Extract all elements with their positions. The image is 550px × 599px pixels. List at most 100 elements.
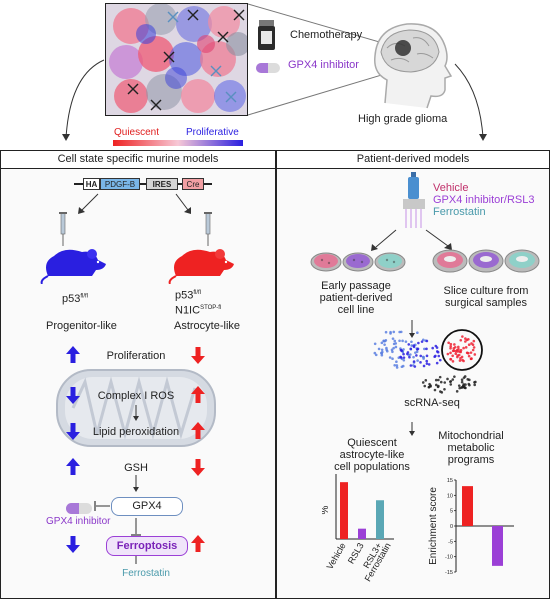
umap-point [412, 345, 416, 349]
umap-point [398, 330, 401, 334]
y-tick-label: 0 [450, 524, 453, 530]
regulation-arrows [66, 346, 205, 553]
blue-mouse-genotype: p53fl/fl [62, 293, 89, 305]
construct-ha: HA [83, 178, 100, 190]
bar [376, 500, 384, 539]
umap-point [401, 339, 404, 343]
umap-point [416, 359, 419, 362]
umap-point [391, 337, 395, 340]
right-panel-title: Patient-derived models [277, 151, 549, 169]
umap-point [472, 346, 476, 349]
umap-point [453, 343, 456, 346]
highlight-circle [441, 329, 483, 371]
umap-point [391, 357, 394, 361]
slice-culture-dishes [432, 246, 540, 276]
umap-point [451, 354, 454, 358]
tumor-illustration [105, 3, 248, 116]
treatment-ferrostatin: Ferrostatin [433, 206, 486, 218]
umap-point [421, 338, 425, 342]
umap-point [392, 346, 395, 350]
umap-point [391, 350, 394, 354]
umap-point [393, 339, 397, 343]
umap-point [449, 345, 453, 348]
right-panel: Patient-derived models [276, 150, 550, 599]
umap-point [412, 360, 416, 363]
umap-point [427, 363, 431, 366]
umap-point [443, 381, 447, 384]
umap-point [469, 357, 473, 360]
umap-point [439, 380, 443, 384]
chemotherapy-bottle-icon [258, 20, 275, 50]
umap-point [446, 352, 450, 356]
umap-point [437, 354, 441, 358]
umap-point [395, 364, 399, 367]
umap-point [449, 383, 453, 386]
process-complex-i-ros: Complex I ROS [97, 390, 175, 402]
category-label: Vehicle [325, 541, 348, 571]
umap-point [438, 375, 442, 379]
umap-point [433, 388, 437, 392]
umap-point [449, 358, 453, 361]
umap-point [425, 347, 428, 351]
construct-ires: IRES [146, 178, 178, 190]
umap-point [420, 340, 424, 343]
umap-point [460, 380, 464, 384]
umap-point [435, 350, 439, 353]
umap-point [464, 346, 468, 349]
umap-point [409, 347, 413, 351]
umap-point [374, 353, 378, 357]
right-panel-lines [371, 229, 452, 436]
umap-point [425, 359, 429, 363]
umap-point [402, 356, 406, 359]
umap-point [468, 378, 471, 382]
bar [358, 528, 366, 539]
umap-point [407, 343, 411, 346]
umap-point [385, 348, 388, 352]
umap-point [443, 388, 446, 391]
umap-point [438, 358, 442, 362]
umap-point [384, 330, 388, 334]
left-panel-title: Cell state specific murine models [1, 151, 275, 169]
umap-point [377, 347, 381, 351]
umap-point [473, 380, 476, 384]
y-tick-label: -5 [448, 539, 453, 545]
umap-point [425, 339, 429, 343]
umap-point [404, 340, 408, 343]
connector-lines [62, 3, 487, 141]
umap-point [459, 338, 463, 342]
umap-point [461, 358, 464, 362]
umap-point [434, 378, 438, 382]
umap-point [421, 381, 425, 384]
umap-point [380, 353, 384, 357]
umap-point [439, 390, 442, 393]
umap-point [473, 353, 477, 356]
umap-point [431, 346, 434, 350]
umap-point [392, 330, 396, 334]
umap-point [402, 358, 406, 362]
umap-point [457, 345, 460, 349]
construct-pdgfb: PDGF-B [100, 178, 140, 190]
umap-point [425, 354, 429, 358]
umap-point [437, 378, 440, 382]
umap-point [468, 383, 471, 387]
syringe-icon [203, 211, 213, 246]
gpx4-inhibitor-pill-icon [66, 501, 92, 514]
construct-cre: Cre [182, 178, 204, 190]
umap-point [454, 352, 458, 356]
umap-point [382, 339, 385, 343]
umap-point [383, 343, 386, 346]
umap-point [463, 386, 467, 389]
umap-point [373, 351, 377, 355]
umap-point [380, 341, 384, 345]
gpx4-inhibitor-top-label: GPX4 inhibitor [288, 59, 359, 71]
umap-point [419, 361, 422, 364]
umap-point [425, 362, 429, 365]
umap-point [409, 364, 413, 367]
umap-point [461, 335, 464, 338]
red-mouse-genotype: p53fl/fl N1ICSTOP-fl [175, 289, 222, 317]
umap-point [467, 354, 471, 358]
umap-point [471, 343, 475, 347]
umap-point [453, 345, 457, 349]
umap-point [455, 348, 459, 352]
